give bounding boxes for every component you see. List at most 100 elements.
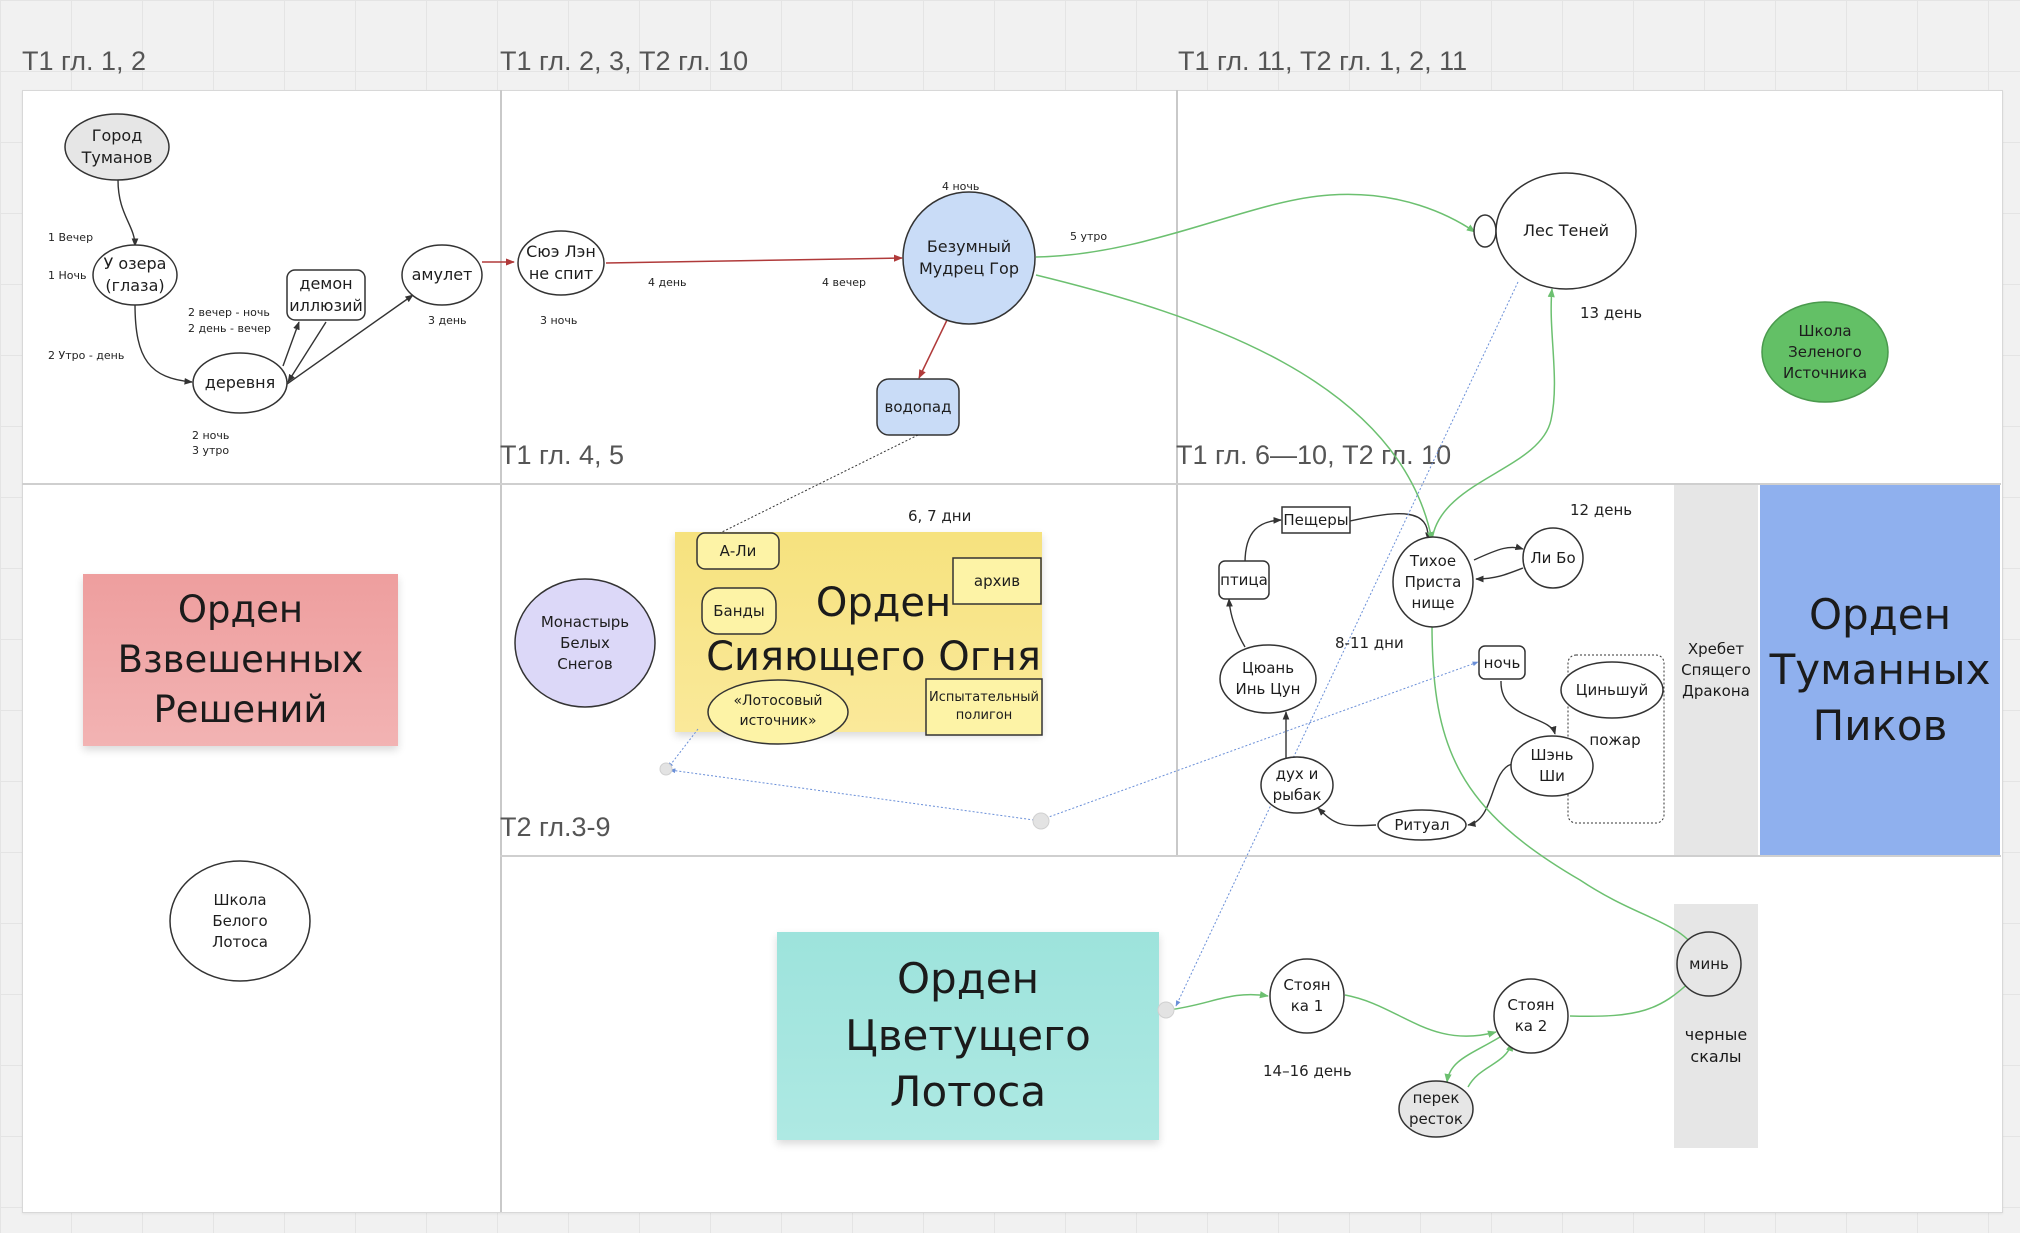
node-lake[interactable]	[92, 244, 178, 306]
order-line: Сияющего Огня	[706, 634, 1041, 680]
node-label-archive[interactable]: архив	[917, 571, 1077, 592]
order-weighed-decisions[interactable]: Орден Взвешенных Решений	[83, 574, 398, 746]
node-shenshi[interactable]	[1510, 735, 1594, 797]
order-line: Орден	[177, 588, 304, 632]
node-label-a-li[interactable]: А-Ли	[658, 541, 818, 562]
node-qingshui[interactable]	[1560, 661, 1664, 719]
node-label-fire[interactable]: пожар	[1535, 730, 1695, 751]
node-refuge[interactable]	[1392, 536, 1474, 628]
node-label-line: птица	[1220, 570, 1268, 589]
node-label-line: Туманов	[81, 148, 153, 167]
node-label-caves[interactable]: Пещеры	[1236, 510, 1396, 531]
node-label-ritual[interactable]: Ритуал	[1342, 815, 1502, 836]
node-label-line: Город	[91, 125, 143, 145]
order-line: Пиков	[1812, 700, 1948, 750]
node-label-line: Стоян	[1283, 976, 1331, 994]
node-label-line: амулет	[411, 264, 473, 284]
node-city[interactable]	[64, 113, 170, 181]
node-label-amulet[interactable]: амулет	[362, 264, 522, 286]
section-title: Т1 гл. 11, Т2 гл. 1, 2, 11	[1178, 46, 1468, 76]
node-label-forest[interactable]: Лес Теней	[1486, 220, 1646, 242]
section-title: Т1 гл. 1, 2	[22, 46, 147, 76]
node-label-gangs[interactable]: Банды	[659, 601, 819, 622]
node-forest[interactable]	[1495, 172, 1637, 290]
node-green-school[interactable]	[1761, 301, 1889, 403]
edge-forest-hub3	[1175, 281, 1519, 1007]
node-xuelen[interactable]	[517, 230, 605, 296]
node-caves[interactable]	[1281, 506, 1351, 534]
node-label-line: архив	[973, 571, 1021, 590]
node-label-line: водопад	[884, 397, 952, 416]
node-camp1[interactable]	[1269, 958, 1345, 1034]
node-label-waterfall[interactable]: водопад	[838, 397, 998, 418]
node-white-lotus-school[interactable]	[169, 860, 311, 982]
node-waterfall[interactable]	[876, 378, 960, 436]
node-min[interactable]	[1676, 931, 1742, 997]
divider-row2	[500, 855, 2001, 857]
edge-refuge-forest	[1431, 288, 1556, 541]
node-label-line: ночь	[1483, 653, 1521, 672]
time-label: 2 день - вечер	[188, 322, 272, 335]
node-amulet[interactable]	[401, 244, 483, 306]
node-label-line: не спит	[528, 264, 594, 283]
node-label-line: Снегов	[557, 654, 613, 673]
node-lotus-spring[interactable]	[707, 679, 849, 745]
node-crossroad[interactable]	[1398, 1080, 1474, 1138]
order-line: Туманных	[1769, 645, 1991, 695]
node-label-night[interactable]: ночь	[1422, 653, 1582, 674]
node-village[interactable]	[192, 352, 288, 414]
node-sage[interactable]	[902, 191, 1036, 325]
node-monastery[interactable]	[514, 578, 656, 708]
node-spirit[interactable]	[1260, 756, 1334, 814]
edge-village-demon	[282, 321, 300, 367]
node-label-lake[interactable]: У озера(глаза)	[55, 253, 215, 298]
node-ali[interactable]	[696, 532, 780, 570]
node-label-li-bo[interactable]: Ли Бо	[1473, 548, 1633, 569]
node-libo[interactable]	[1522, 527, 1584, 589]
edge-sage-forest	[1035, 193, 1476, 258]
node-label-bird[interactable]: птица	[1164, 570, 1324, 591]
time-label: 4 ночь	[942, 180, 980, 193]
node-label-line: рыбак	[1272, 786, 1322, 804]
node-label-village[interactable]: деревня	[160, 372, 320, 394]
edge-shenshi-ritual	[1467, 763, 1513, 827]
edge-city-lake	[117, 179, 139, 247]
node-demon[interactable]	[286, 269, 366, 321]
node-ritual[interactable]	[1377, 809, 1467, 841]
hub-dot	[1157, 1001, 1175, 1019]
node-camp2[interactable]	[1493, 978, 1569, 1054]
order-blooming-lotus[interactable]: Орден Цветущего Лотоса	[777, 932, 1159, 1140]
node-polygon[interactable]	[925, 678, 1043, 736]
node-gangs[interactable]	[701, 587, 777, 635]
node-label-line: Мудрец Гор	[918, 259, 1019, 278]
node-label-min[interactable]: минь	[1629, 954, 1789, 975]
order-line: Орден	[896, 953, 1040, 1003]
node-label-line: Приста	[1404, 572, 1462, 591]
order-misty-peaks[interactable]: Орден Туманных Пиков	[1760, 485, 2000, 855]
node-bird[interactable]	[1218, 560, 1270, 600]
time-label: 12 день	[1570, 501, 1633, 519]
node-yuan[interactable]	[1219, 644, 1317, 714]
node-night[interactable]	[1478, 645, 1526, 680]
node-label-qingshui[interactable]: Циньшуй	[1532, 680, 1692, 701]
time-label: 2 Утро - день	[48, 349, 125, 362]
node-archive[interactable]	[952, 557, 1042, 605]
edge-hub2-hub1	[669, 768, 1035, 821]
node-label-line: Ши	[1539, 767, 1565, 785]
